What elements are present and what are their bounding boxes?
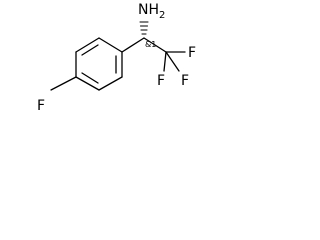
c-f-bond bbox=[165, 51, 180, 72]
ring-bond bbox=[75, 76, 100, 91]
benzene-ring bbox=[75, 37, 123, 91]
ring-bond bbox=[98, 37, 123, 53]
ring-bond bbox=[98, 76, 123, 91]
aryl-fluorine-label: F bbox=[37, 98, 45, 114]
stereocenter-cf3-bond bbox=[143, 37, 167, 53]
aryl-stereocenter-bond bbox=[121, 37, 145, 53]
c-f-bond bbox=[163, 51, 167, 72]
fluorine-label-3: F bbox=[157, 73, 165, 89]
fluorine-label-2: F bbox=[181, 73, 189, 89]
fluorine-label-1: F bbox=[188, 45, 196, 61]
amine-label-main: NH bbox=[138, 2, 159, 18]
stereo-label: &1 bbox=[145, 40, 156, 49]
aryl-fluoro-bond bbox=[50, 76, 77, 91]
chemical-structure-diagram: F NH2 &1 F F F bbox=[37, 2, 196, 114]
hashed-wedge-bond bbox=[139, 21, 149, 35]
amine-label: NH2 bbox=[138, 2, 165, 21]
amine-label-subscript: 2 bbox=[159, 10, 165, 21]
ring-double-bond bbox=[81, 44, 99, 56]
ring-double-bond bbox=[81, 72, 99, 84]
ring-bond bbox=[75, 37, 100, 53]
